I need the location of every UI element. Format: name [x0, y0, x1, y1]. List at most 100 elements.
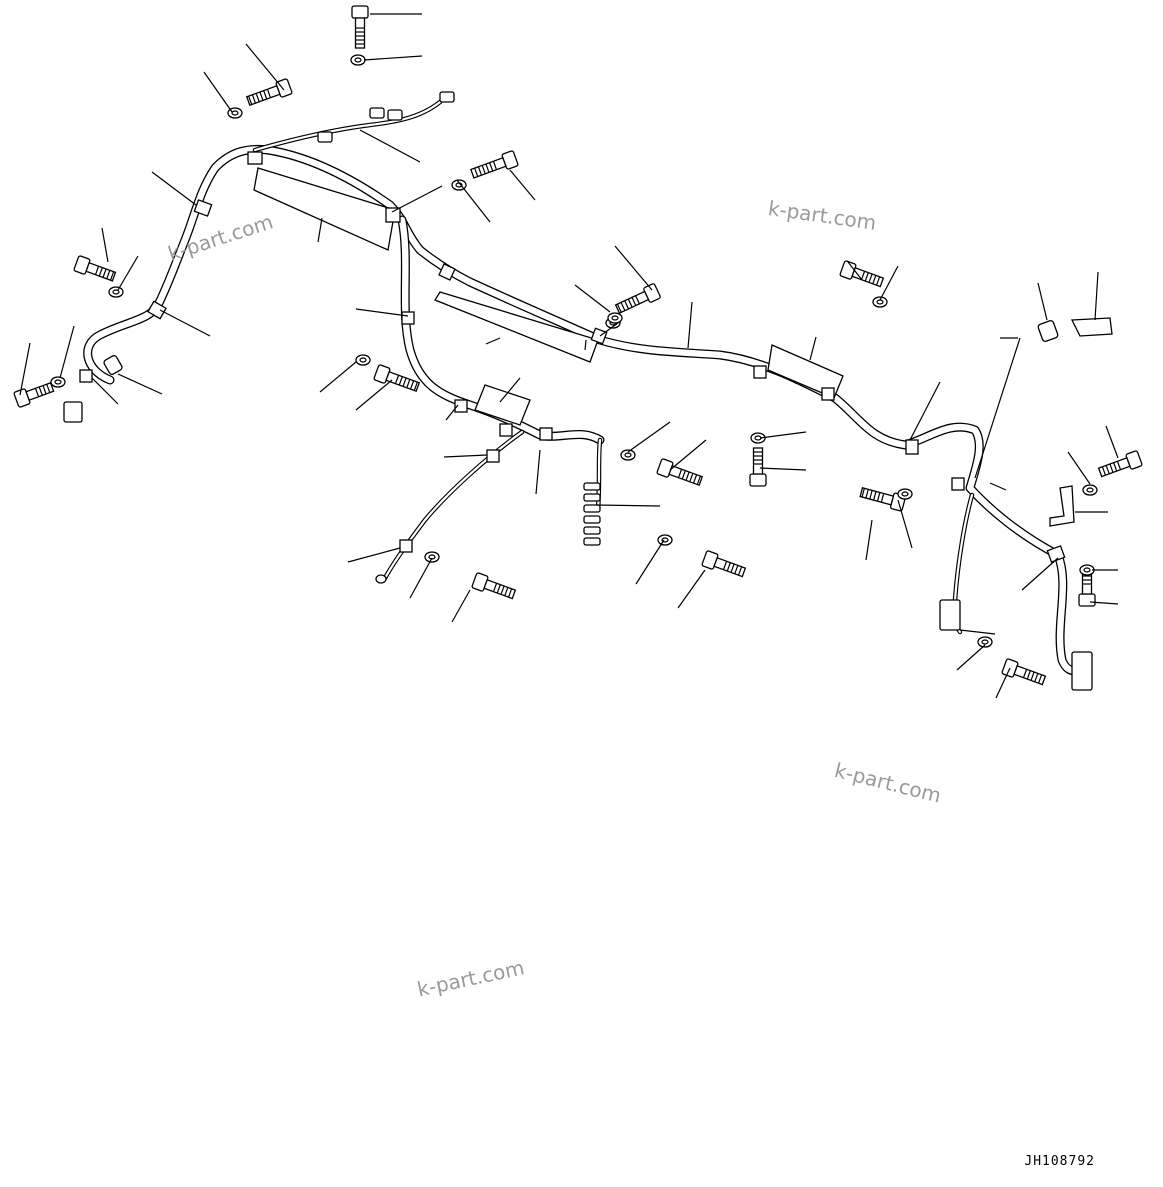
leader-line [451, 589, 471, 623]
washer [424, 551, 440, 563]
bolt-thread [500, 585, 505, 595]
bolt-thread [1026, 670, 1031, 680]
clamp [951, 477, 965, 491]
clamp [821, 387, 835, 401]
leader-line [101, 227, 109, 263]
bolt [859, 487, 907, 512]
washer-hole [611, 315, 619, 321]
bolt-thread [627, 298, 633, 308]
bolt-thread [681, 470, 686, 480]
clamp [454, 399, 468, 413]
bolt-thread [481, 165, 486, 175]
bolt-thread [1116, 461, 1122, 470]
bolt-thread [98, 267, 103, 277]
bolt [614, 283, 661, 315]
bolt-thread [869, 490, 873, 500]
bolt-thread [1101, 466, 1107, 476]
bolt-thread [689, 473, 694, 483]
bolt-thread [1113, 462, 1118, 472]
leader-line [847, 261, 863, 281]
bolt-thread [259, 91, 264, 101]
leader-line [974, 337, 1021, 479]
leader-line [203, 71, 233, 113]
bolt-thread [507, 588, 513, 598]
leader-line [1089, 601, 1119, 605]
bolt-thread [873, 491, 877, 501]
washer [897, 488, 913, 500]
bolt-thread [880, 493, 885, 503]
callout-leader-lines [19, 13, 1119, 699]
connector [63, 401, 83, 423]
leader-line [159, 309, 211, 337]
bolt-thread [38, 386, 43, 396]
bolt-thread [485, 163, 490, 173]
bolt-thread [631, 297, 637, 306]
bolt-thread [865, 489, 869, 499]
leader-line [595, 504, 661, 507]
leader-line [1067, 451, 1091, 485]
bolt-thread [492, 161, 498, 170]
bolt-thread [860, 271, 866, 280]
bolt-shank [483, 578, 517, 600]
bolt [470, 150, 519, 179]
clamp [401, 311, 415, 325]
leader-line [897, 499, 913, 549]
bolt-thread [861, 488, 865, 498]
clamp [753, 365, 767, 379]
bolt-thread [868, 273, 873, 283]
leader-line [319, 361, 357, 393]
leader-line [347, 547, 401, 563]
bolt-thread [635, 295, 640, 305]
leader-line [535, 449, 541, 495]
clamp [1046, 545, 1066, 563]
bolt-thread [263, 90, 268, 100]
bolt-thread [737, 566, 743, 576]
bolt [245, 78, 293, 107]
bolt-thread [620, 302, 626, 311]
bolt-thread [409, 380, 415, 390]
leader-line [809, 336, 817, 361]
bolt [1001, 658, 1047, 686]
connector [939, 599, 961, 631]
bolt [701, 550, 747, 578]
bolt-thread [876, 492, 881, 502]
bolt-thread [875, 276, 881, 286]
bolt-shank [245, 84, 281, 107]
washer [977, 636, 993, 648]
cover-plate [434, 291, 599, 363]
leader-line [865, 519, 873, 561]
bolt-thread [1034, 673, 1039, 683]
leader-line [599, 322, 619, 337]
bolt-shank [1097, 456, 1131, 478]
leader-line [614, 245, 653, 291]
connector [387, 109, 403, 121]
washer-hole [359, 357, 367, 363]
washer [872, 296, 888, 308]
clamp [79, 369, 93, 383]
bolt [471, 572, 517, 600]
mounting-bracket [1070, 317, 1113, 337]
protective-covers [253, 167, 844, 426]
connectors [63, 91, 1113, 691]
washer [620, 449, 636, 461]
ring-terminal [375, 574, 387, 584]
leader-line [245, 43, 285, 91]
bolt-thread [106, 270, 111, 280]
bolt-thread [496, 584, 501, 594]
leader-line [59, 325, 75, 379]
bolt-thread [248, 95, 253, 105]
leader-line [687, 301, 693, 349]
leader-line [317, 217, 323, 243]
washer [350, 54, 366, 66]
clamp [193, 199, 213, 217]
spacer [1037, 320, 1059, 342]
washer [1079, 564, 1095, 576]
bolt-thread [864, 272, 869, 282]
bolt-thread [477, 166, 483, 176]
bolt-thread [402, 377, 407, 387]
bolt [73, 255, 117, 282]
bolt-thread [504, 587, 509, 597]
bolt-head [749, 473, 767, 487]
leader-line [959, 629, 996, 635]
